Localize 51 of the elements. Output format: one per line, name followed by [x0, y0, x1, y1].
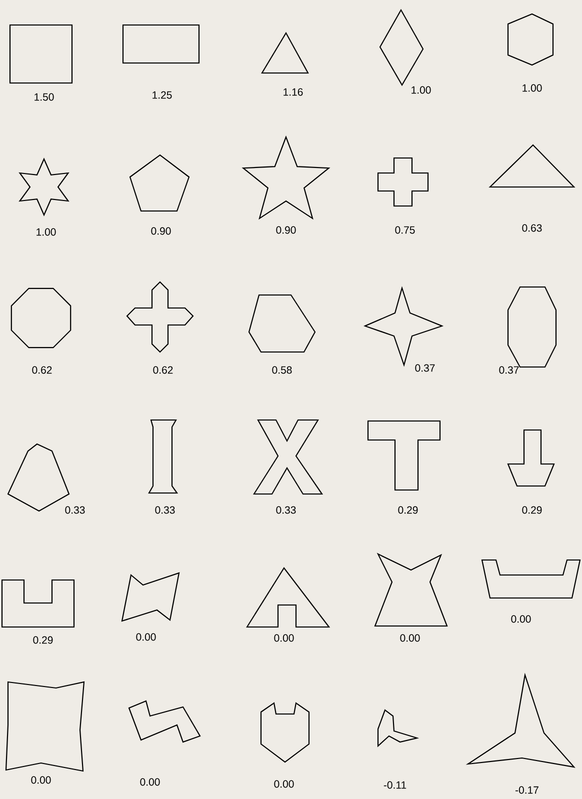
hexagon-outline	[507, 13, 554, 66]
arrow-outline	[507, 429, 555, 487]
polygon-outline	[253, 419, 324, 495]
value-label: 0.00	[274, 780, 294, 788]
polygon-outline	[1, 579, 75, 628]
value-label: 0.00	[31, 776, 51, 784]
pentagon-outline	[129, 154, 190, 212]
value-label: 0.29	[398, 506, 418, 514]
rectangle-outline	[122, 24, 200, 64]
square-outline	[9, 24, 73, 84]
hexagon-outline	[248, 294, 316, 353]
cross-outline	[126, 281, 194, 353]
value-label: 0.63	[522, 224, 542, 232]
polygon-outline	[260, 702, 310, 763]
value-label: 0.37	[415, 364, 435, 372]
value-label: 0.00	[140, 778, 160, 786]
value-label: 0.33	[65, 506, 85, 514]
value-label: 0.29	[522, 506, 542, 514]
polygon-outline	[128, 700, 201, 743]
polygon-outline	[481, 559, 581, 599]
value-label: 0.37	[499, 366, 519, 374]
value-label: 0.00	[511, 615, 531, 623]
polygon-outline	[246, 567, 330, 628]
value-label: 0.62	[153, 366, 173, 374]
polygon-outline	[5, 681, 85, 772]
value-label: 0.75	[395, 226, 415, 234]
value-label: 0.58	[272, 366, 292, 374]
value-label: 1.50	[34, 93, 54, 101]
value-label: 0.00	[274, 634, 294, 642]
value-label: 1.00	[412, 86, 431, 94]
value-label: -0.11	[384, 781, 406, 789]
cross-outline	[377, 157, 429, 207]
polygon-outline	[121, 572, 180, 622]
value-label: 0.90	[151, 227, 171, 235]
value-label: 0.29	[33, 636, 53, 644]
value-label: 1.00	[522, 84, 542, 92]
value-label: 0.90	[276, 226, 296, 234]
value-label: 1.00	[36, 228, 56, 236]
value-label: 0.62	[32, 366, 52, 374]
polygon-outline	[377, 709, 420, 748]
value-label: -0.17	[516, 786, 538, 794]
polygon-outline	[367, 420, 441, 491]
value-label: 1.25	[152, 91, 172, 99]
value-label: 1.16	[284, 88, 303, 96]
value-label: 0.33	[276, 506, 296, 514]
value-label: 0.00	[400, 634, 420, 642]
value-label: 0.33	[155, 506, 175, 514]
value-label: 0.00	[136, 633, 156, 641]
octagon-outline	[507, 286, 557, 368]
octagon-outline	[10, 288, 72, 348]
polygon-outline	[148, 419, 178, 494]
